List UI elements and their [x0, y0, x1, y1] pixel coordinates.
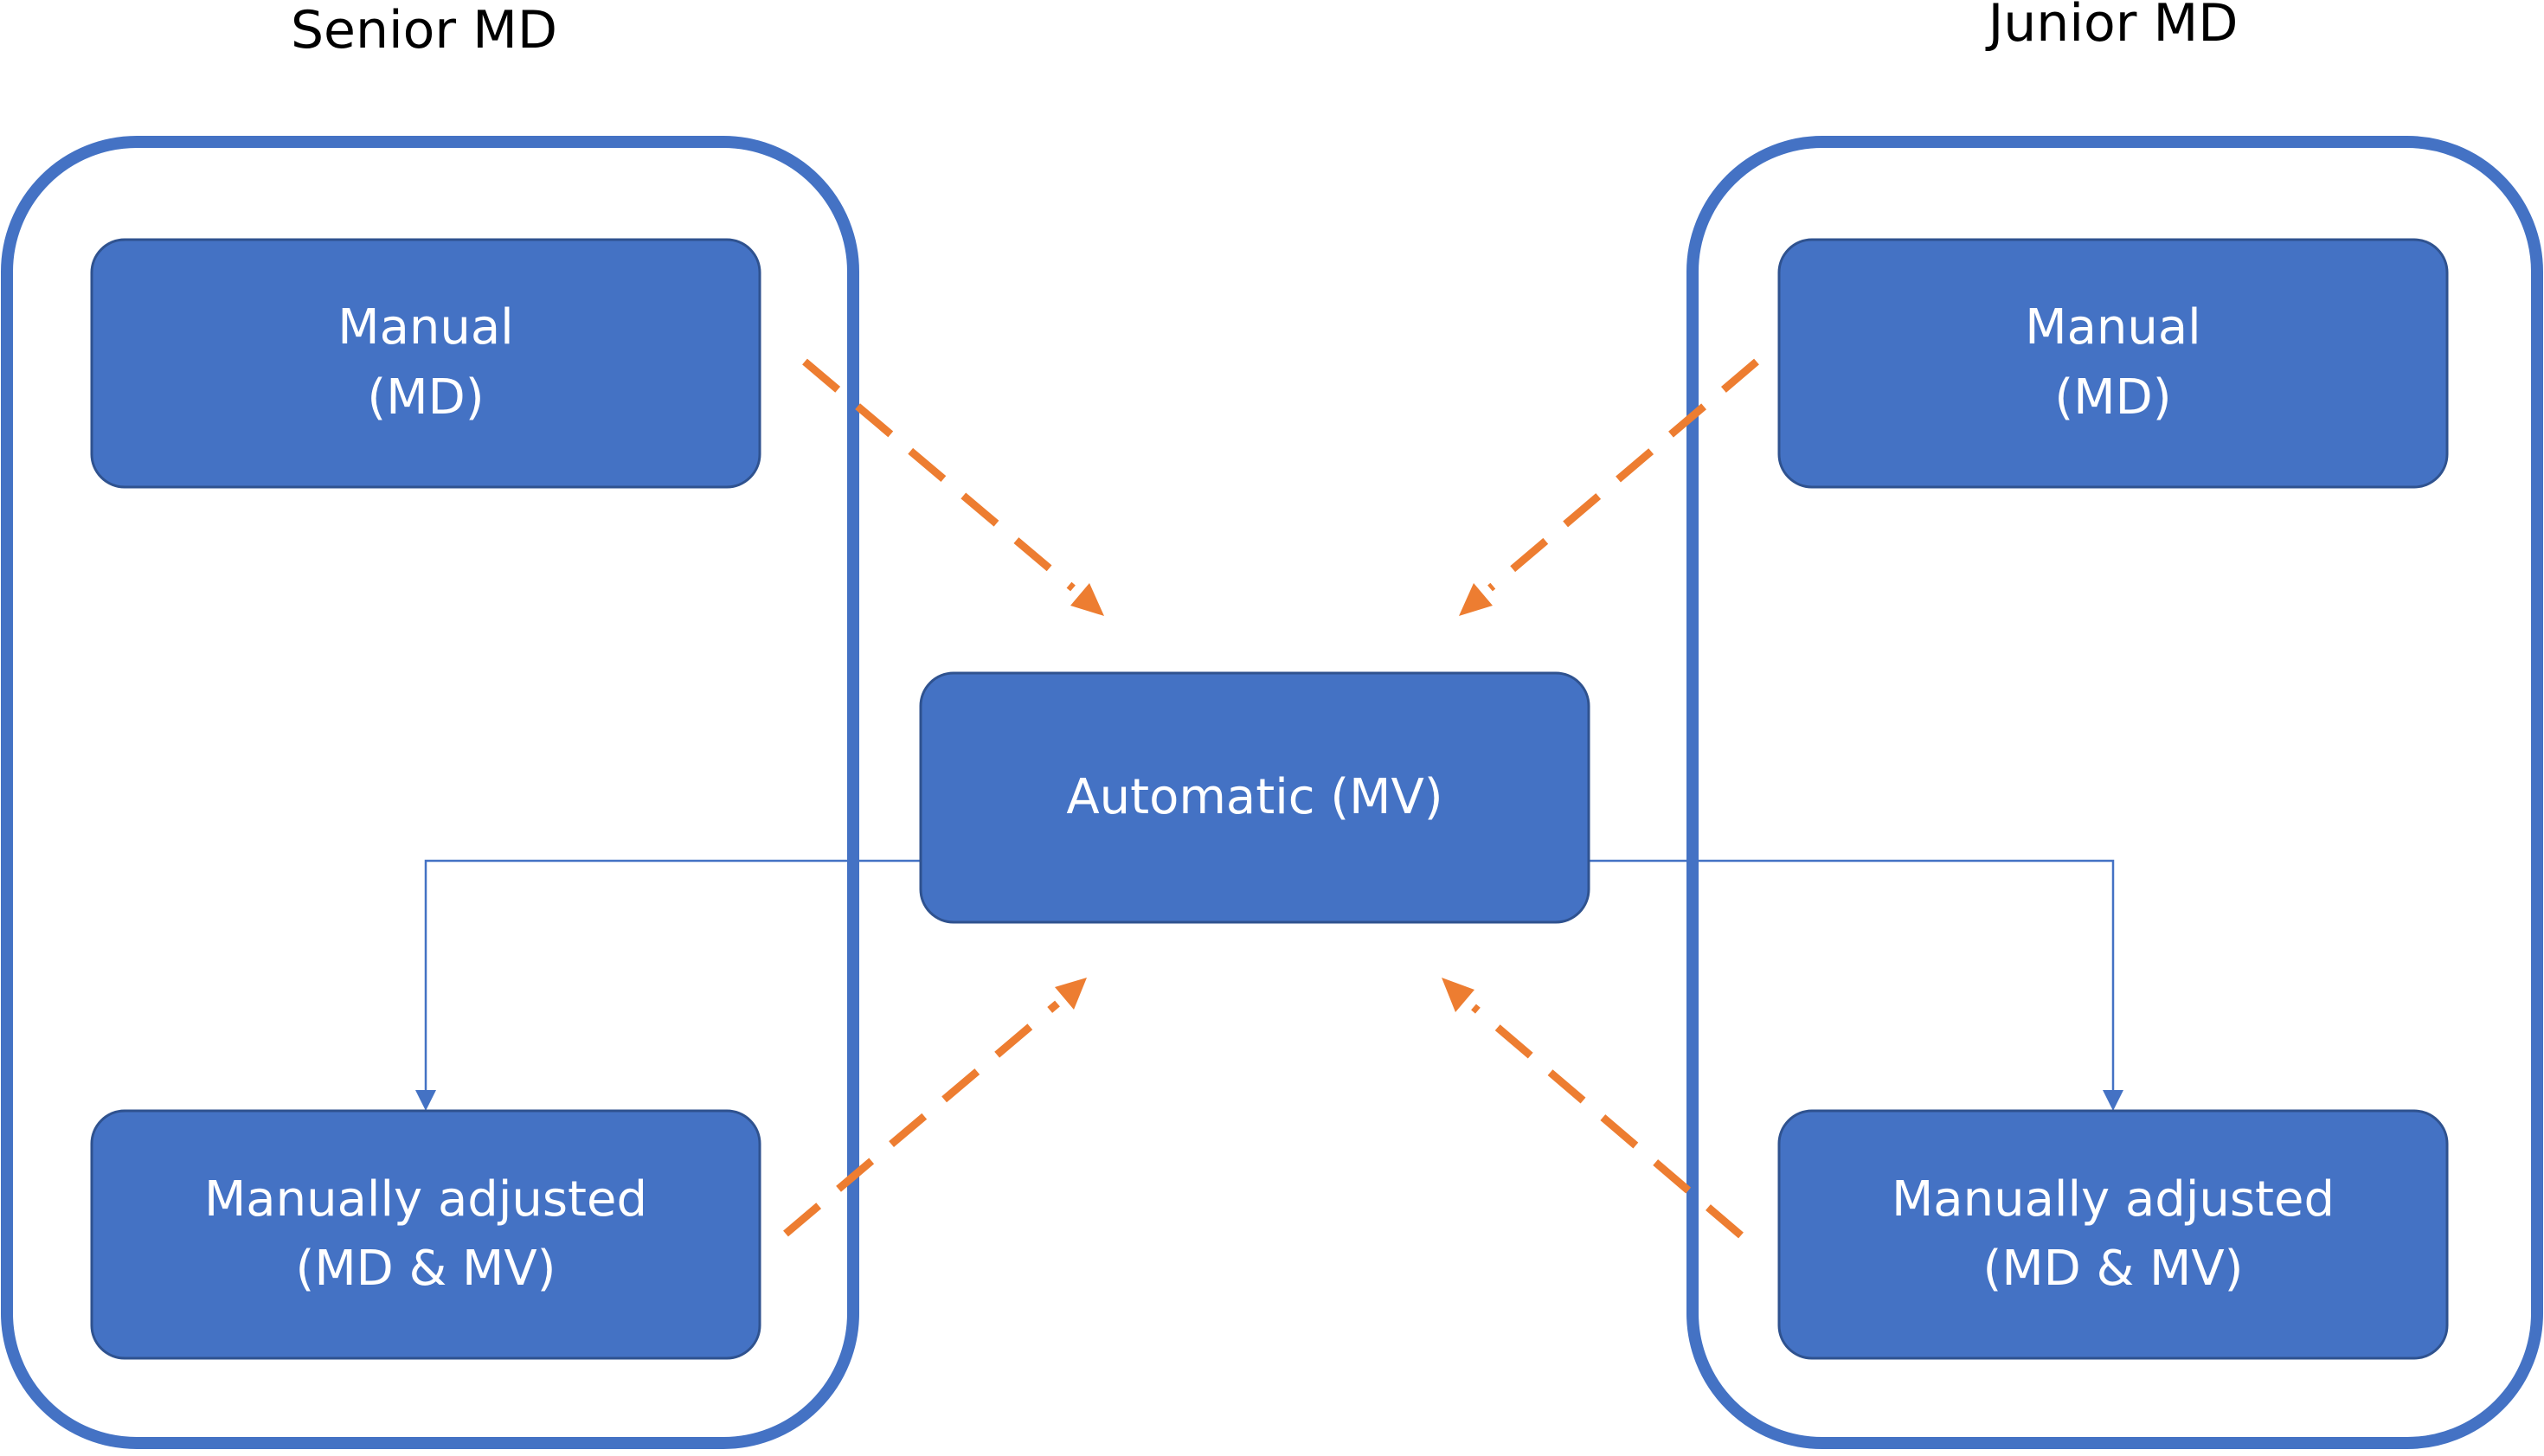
senior-adjusted-to-automatic-dashed-arrow — [783, 1000, 1060, 1237]
junior-adjusted-label: Manually adjusted — [1892, 1171, 2335, 1228]
automatic-box: Automatic (MV) — [919, 671, 1590, 924]
junior-adjusted-box: Manually adjusted (MD & MV) — [1777, 1109, 2449, 1360]
junior-adjusted-sublabel: (MD & MV) — [1982, 1241, 2243, 1297]
senior-manual-label: Manual — [337, 299, 514, 356]
junior-md-title: Junior MD — [1985, 0, 2239, 54]
junior-adjusted-arrowhead — [2103, 1090, 2123, 1111]
senior-md-title: Senior MD — [291, 0, 557, 61]
senior-manual-to-automatic-dashed-arrow — [802, 358, 1076, 592]
senior-adjusted-sublabel: (MD & MV) — [295, 1241, 556, 1297]
senior-adjusted-box: Manually adjusted (MD & MV) — [90, 1109, 761, 1360]
automatic-to-junior-adjusted-connector — [1589, 859, 2115, 1092]
junior-manual-label: Manual — [2025, 299, 2201, 356]
senior-manual-sublabel: (MD) — [367, 369, 484, 426]
senior-adjusted-arrowhead — [415, 1090, 436, 1111]
junior-manual-to-automatic-dashed-arrow — [1487, 358, 1759, 592]
senior-manual-box: Manual (MD) — [90, 238, 761, 489]
junior-adjusted-to-automatic-dashed-arrow — [1471, 1004, 1744, 1239]
senior-manual-dashed-arrowhead — [1070, 583, 1104, 616]
senior-adjusted-dashed-arrowhead — [1055, 978, 1087, 1010]
junior-adjusted-dashed-arrowhead — [1442, 978, 1474, 1012]
automatic-label: Automatic (MV) — [1066, 769, 1442, 825]
junior-manual-box: Manual (MD) — [1777, 238, 2449, 489]
automatic-to-senior-adjusted-connector — [424, 859, 921, 1092]
junior-manual-dashed-arrowhead — [1459, 583, 1493, 616]
junior-manual-sublabel: (MD) — [2054, 369, 2171, 426]
senior-adjusted-label: Manually adjusted — [204, 1171, 647, 1228]
